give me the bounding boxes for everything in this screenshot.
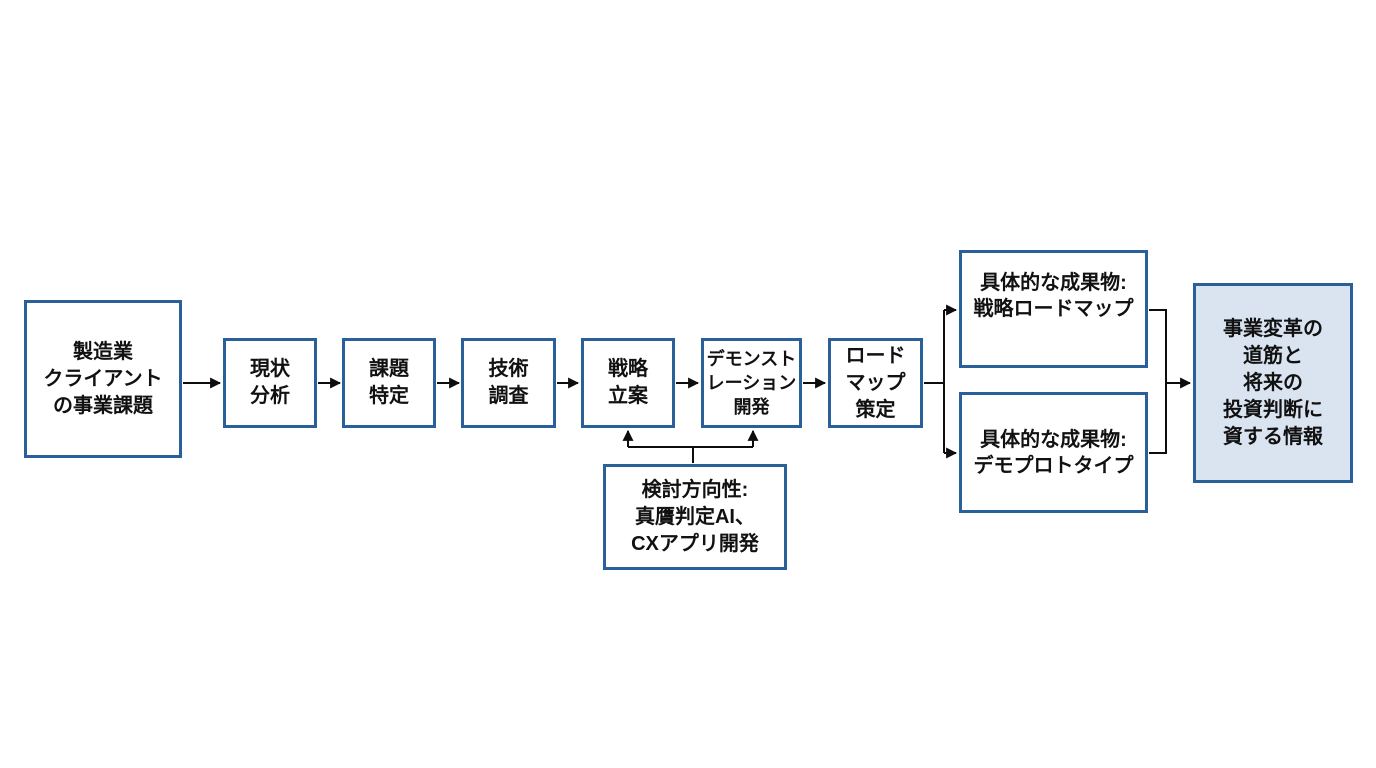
node-deliverable-demo-prototype: 具体的な成果物: デモプロトタイプ (959, 392, 1148, 513)
node-study-direction: 検討方向性: 真贋判定AI、 CXアプリ開発 (603, 464, 787, 570)
node-strategy-planning-label: 戦略 立案 (608, 358, 648, 407)
node-client-issue: 製造業 クライアント の事業課題 (24, 300, 182, 458)
node-issue-identification-label: 課題 特定 (369, 358, 409, 407)
node-deliverable-demo-prototype-label: 具体的な成果物: デモプロトタイプ (973, 428, 1134, 477)
node-study-direction-label: 検討方向性: 真贋判定AI、 CXアプリ開発 (631, 478, 759, 555)
connector-deliverables-merge (1149, 309, 1167, 454)
node-technology-research-label: 技術 調査 (488, 358, 529, 407)
node-technology-research: 技術 調査 (461, 338, 556, 428)
node-deliverable-strategy-roadmap-label: 具体的な成果物: 戦略ロードマップ (973, 272, 1134, 320)
node-demonstration-development: デモンスト レーション 開発 (701, 338, 802, 428)
node-roadmap-formulation: ロード マップ 策定 (828, 338, 923, 428)
node-demonstration-development-label: デモンスト レーション 開発 (706, 349, 797, 417)
node-business-transformation-outcome: 事業変革の 道筋と 将来の 投資判断に 資する情報 (1193, 283, 1353, 483)
node-business-transformation-outcome-label: 事業変革の 道筋と 将来の 投資判断に 資する情報 (1223, 317, 1323, 448)
node-current-analysis: 現状 分析 (223, 338, 317, 428)
node-client-issue-label: 製造業 クライアント の事業課題 (43, 340, 163, 417)
connector-roadmap-split (924, 310, 945, 453)
node-current-analysis-label: 現状 分析 (250, 358, 290, 407)
node-strategy-planning: 戦略 立案 (581, 338, 675, 428)
node-roadmap-formulation-label: ロード マップ 策定 (845, 344, 906, 421)
node-issue-identification: 課題 特定 (342, 338, 436, 428)
node-deliverable-strategy-roadmap: 具体的な成果物: 戦略ロードマップ (959, 250, 1148, 368)
connector-direction-split (628, 446, 753, 463)
